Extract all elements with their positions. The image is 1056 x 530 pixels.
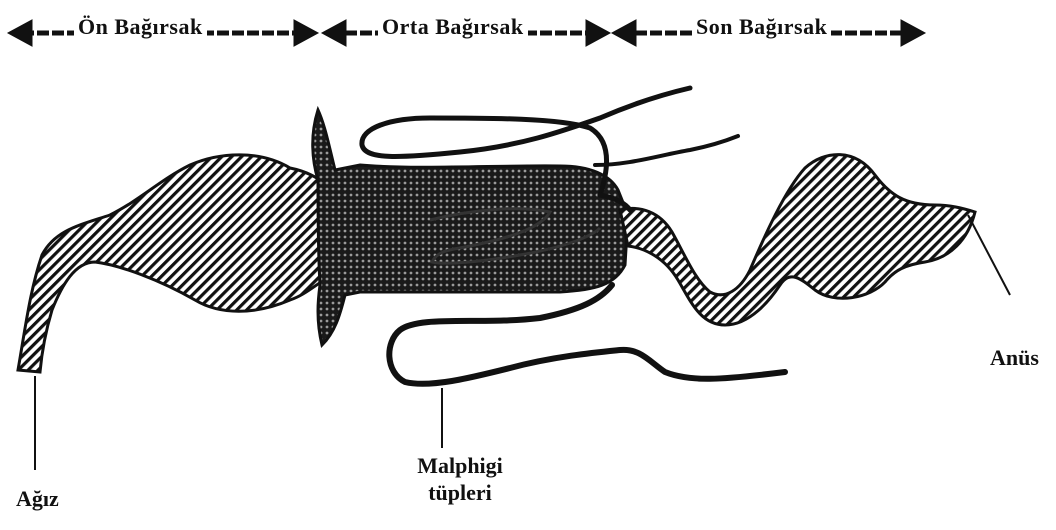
malpighi-label-line1: Malphigi xyxy=(410,452,510,479)
hindgut-shape xyxy=(620,155,975,325)
malpighi-label-line2: tüpleri xyxy=(410,479,510,506)
foregut-shape xyxy=(18,155,332,372)
mouth-label: Ağız xyxy=(16,486,59,512)
hindgut-label: Son Bağırsak xyxy=(692,14,831,40)
midgut-label: Orta Bağırsak xyxy=(378,14,528,40)
anus-label: Anüs xyxy=(990,345,1039,371)
foregut-label: Ön Bağırsak xyxy=(74,14,207,40)
malpighi-label: Malphigi tüpleri xyxy=(410,452,510,506)
